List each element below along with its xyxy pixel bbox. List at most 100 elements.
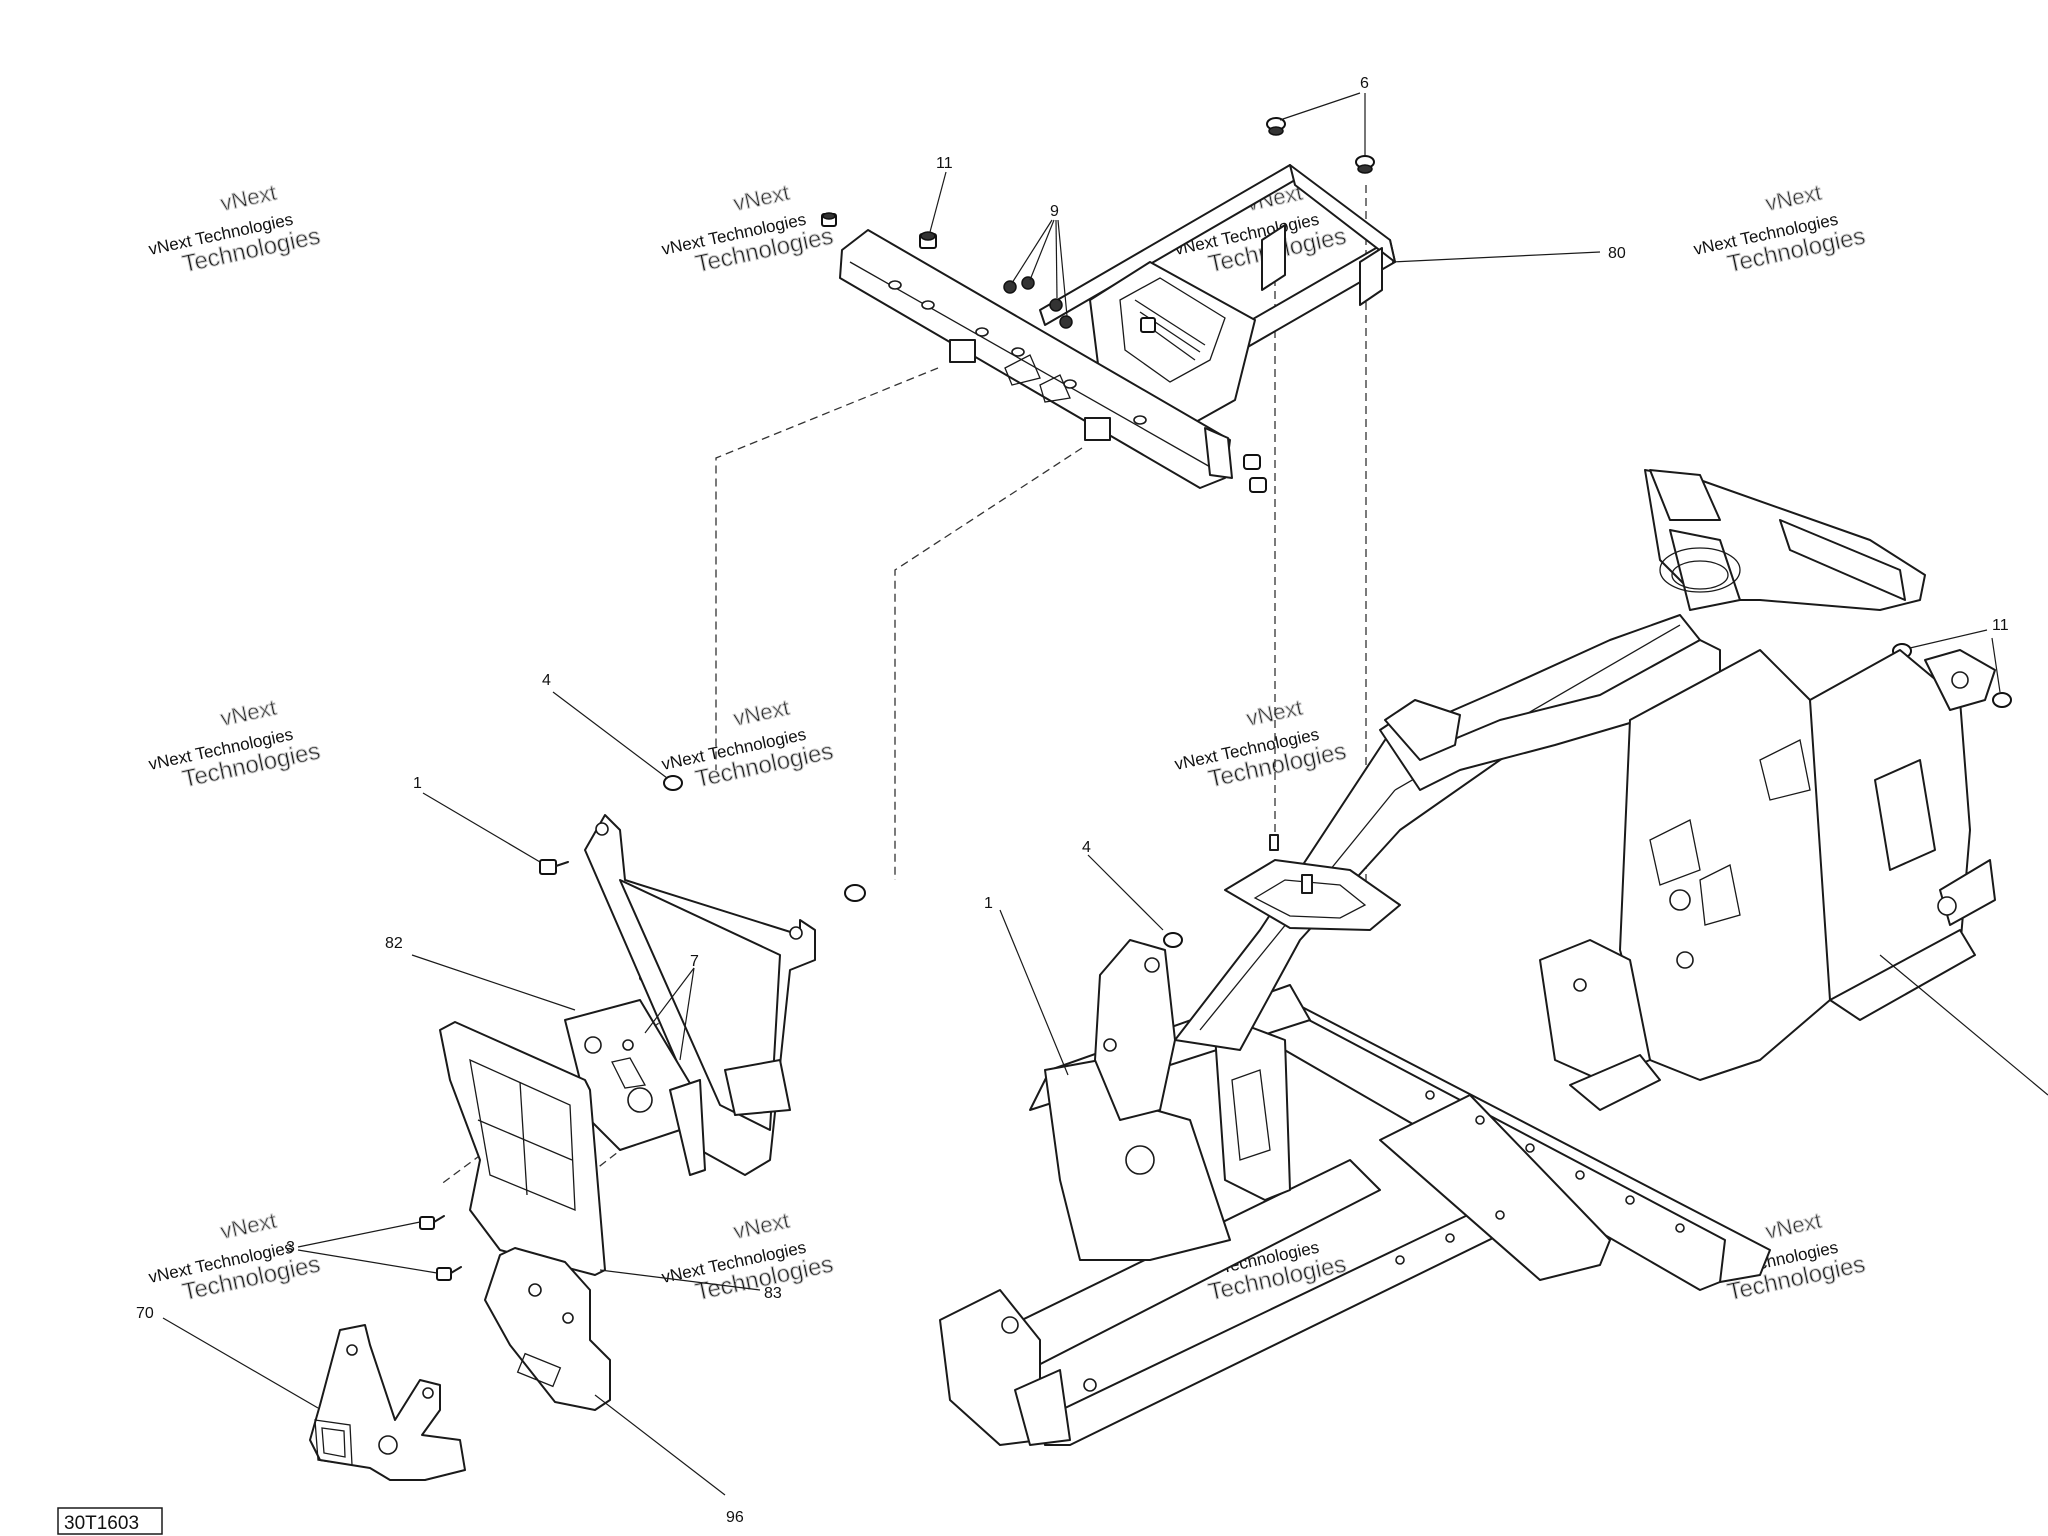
chassis-rear-ring-inner	[1671, 560, 1729, 590]
leader-line	[1055, 219, 1058, 299]
chassis-right-gusset	[1874, 759, 1936, 871]
watermark-text: vNext	[1763, 180, 1823, 216]
callout-70: 70	[136, 1305, 154, 1322]
watermark-text: vNext	[1763, 1208, 1823, 1244]
nut	[844, 884, 866, 902]
bar-bracket	[1084, 417, 1111, 441]
chassis-mid-plate	[1569, 1054, 1661, 1111]
watermark-text: vNext	[218, 695, 278, 731]
watermark: vNext vNext Technologies Technologies	[660, 1207, 836, 1306]
chassis-rear-pillar	[1669, 529, 1741, 611]
chassis-hole	[1103, 1038, 1117, 1052]
lower-bracket-slot	[516, 1352, 562, 1388]
bracket-hole	[627, 1087, 653, 1113]
rail-hole	[1395, 1255, 1405, 1265]
leader-line	[1087, 854, 1164, 931]
bolt	[436, 1266, 462, 1281]
watermark: vNext vNext Technologies Technologies	[147, 179, 323, 278]
leader-line	[999, 909, 1069, 1076]
leader-line	[594, 1394, 726, 1496]
bolt-hole	[921, 300, 935, 310]
leader-line	[1011, 219, 1053, 284]
watermark: vNext vNext Technologies Technologies	[660, 179, 836, 278]
callout-96: 96	[726, 1509, 744, 1526]
assembly-line	[894, 447, 1083, 880]
callout-11-right: 11	[1992, 617, 2009, 634]
callout-82: 82	[385, 935, 403, 952]
chassis-right-base	[1829, 929, 1976, 1021]
main-chassis	[939, 469, 1996, 1446]
callout-1: 1	[413, 775, 422, 792]
rail-hole	[1475, 1115, 1485, 1125]
bracket-hole	[789, 926, 803, 940]
hitch-receiver	[314, 1419, 353, 1466]
leader-line	[1057, 219, 1068, 317]
rail-hole	[1445, 1233, 1455, 1243]
chassis-panel-cutout	[1649, 819, 1701, 886]
leader-line	[1279, 92, 1361, 121]
chassis-mid-bracket	[1539, 939, 1651, 1081]
nut	[1249, 477, 1267, 493]
lower-bracket	[484, 1247, 611, 1411]
leader-line	[411, 954, 576, 1011]
leader-line	[1029, 219, 1055, 281]
callout-3: 3	[286, 1239, 295, 1256]
chassis-hole	[1951, 671, 1969, 689]
nut	[1003, 280, 1017, 294]
callout-83: 83	[764, 1285, 782, 1302]
callout-leaders	[162, 92, 2048, 1496]
bracket-hole	[584, 1036, 602, 1054]
callout-6: 6	[1360, 75, 1369, 92]
bolt-hole	[1133, 415, 1147, 425]
leader-line	[297, 1249, 438, 1274]
watermark-text: vNext	[731, 180, 791, 216]
chassis-diagonal-beam	[1379, 1094, 1611, 1281]
bracket-cutout	[611, 1057, 647, 1089]
upper-cross-frame	[839, 164, 1396, 489]
leader-line	[422, 792, 541, 863]
chassis-rear-cap	[1649, 469, 1721, 521]
callout-1-right: 1	[984, 895, 993, 912]
chassis-spine-mount	[1384, 699, 1461, 761]
leader-line	[599, 1269, 761, 1291]
watermark: vNext vNext Technologies Technologies	[1173, 694, 1349, 793]
nut	[1021, 276, 1035, 290]
drawing-reference: 30T1603	[57, 1507, 163, 1535]
bolt	[821, 212, 837, 227]
rail-hole	[1675, 1223, 1685, 1233]
callout-9: 9	[1050, 203, 1059, 220]
nut	[1266, 117, 1286, 136]
chassis-panel-cutout	[1759, 739, 1811, 801]
lower-bracket-hole	[528, 1283, 542, 1297]
bolt-hole	[975, 327, 989, 337]
assembly-line	[715, 367, 939, 770]
skid-plate-outline	[439, 1021, 606, 1276]
bolt-hole	[888, 280, 902, 290]
front-bracket-frame	[564, 814, 816, 1176]
rail-hole	[1001, 1316, 1019, 1334]
hitch-bracket	[309, 1324, 466, 1481]
chassis-rear-top-bar	[1779, 519, 1906, 601]
callout-numbers: 6 11 9 80 11 4 1 4 1 82 7 3 83 70 96	[136, 75, 2009, 1526]
callout-7: 7	[690, 953, 699, 970]
callout-4-right: 4	[1082, 839, 1091, 856]
watermark-text: vNext	[218, 1208, 278, 1244]
frame-upright	[1261, 224, 1286, 291]
chassis-front-stub	[1014, 1369, 1071, 1446]
bolt	[539, 859, 569, 875]
leader-line	[1909, 629, 1988, 649]
callout-11: 11	[936, 155, 953, 172]
chassis-hole	[1125, 1145, 1155, 1175]
leader-line	[297, 1221, 421, 1248]
bracket-tab	[724, 1059, 791, 1116]
skid-plate-window	[469, 1058, 576, 1211]
rail-hole	[1625, 1195, 1635, 1205]
callout-80: 80	[1608, 245, 1626, 262]
hitch-receiver-inner	[321, 1427, 346, 1458]
nut	[1355, 155, 1375, 174]
nut	[1049, 298, 1063, 312]
tube-stud	[1269, 834, 1279, 851]
leader-line	[1991, 637, 2001, 693]
leader-line	[929, 171, 947, 233]
rail-hole	[1495, 1210, 1505, 1220]
